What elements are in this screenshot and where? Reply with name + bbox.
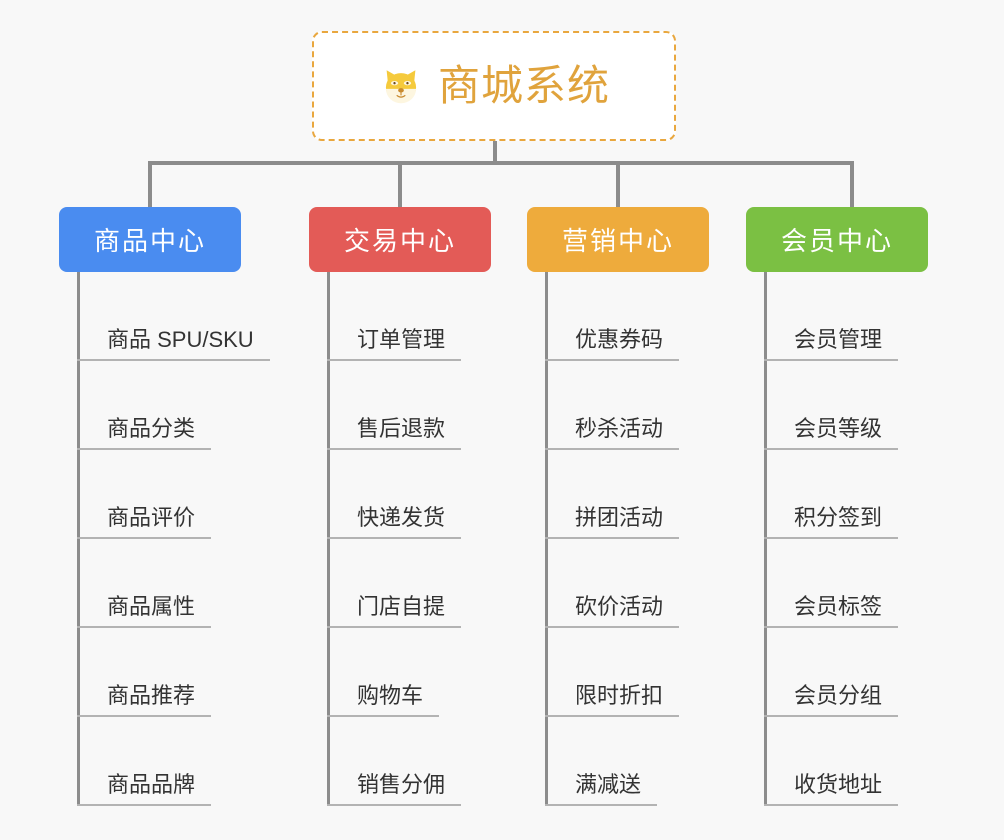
leaf-item-label: 门店自提 <box>327 594 462 628</box>
leaf-item-label: 满减送 <box>545 772 658 806</box>
leaf-item[interactable]: 积分签到 <box>764 450 928 539</box>
connector-drop-2 <box>398 161 402 208</box>
leaf-item[interactable]: 售后退款 <box>327 361 491 450</box>
leaf-item[interactable]: 购物车 <box>327 628 491 717</box>
category-header-product-center[interactable]: 商品中心 <box>59 207 241 272</box>
leaf-item-label: 商品分类 <box>77 416 212 450</box>
leaf-item-label: 优惠券码 <box>545 327 680 361</box>
category-label: 会员中心 <box>780 226 893 256</box>
category-header-member-center[interactable]: 会员中心 <box>746 207 928 272</box>
leaf-item[interactable]: 秒杀活动 <box>545 361 709 450</box>
leaf-item[interactable]: 快递发货 <box>327 450 491 539</box>
leaf-item-label: 会员等级 <box>764 416 899 450</box>
leaf-trunk-line <box>77 272 80 806</box>
leaf-item[interactable]: 销售分佣 <box>327 717 491 806</box>
leaf-item-label: 购物车 <box>327 683 440 717</box>
leaf-item[interactable]: 商品属性 <box>77 539 241 628</box>
leaf-list-trade-center: 订单管理售后退款快递发货门店自提购物车销售分佣 <box>327 272 491 806</box>
leaf-item-label: 拼团活动 <box>545 505 680 539</box>
leaf-item-label: 商品品牌 <box>77 772 212 806</box>
leaf-item-label: 商品推荐 <box>77 683 212 717</box>
category-label: 交易中心 <box>343 226 456 256</box>
shiba-dog-face-icon <box>378 63 424 109</box>
category-column-trade-center: 交易中心订单管理售后退款快递发货门店自提购物车销售分佣 <box>309 207 491 806</box>
leaf-item[interactable]: 收货地址 <box>764 717 928 806</box>
root-node[interactable]: 商城系统 <box>312 31 676 141</box>
leaf-item-label: 销售分佣 <box>327 772 462 806</box>
leaf-item[interactable]: 满减送 <box>545 717 709 806</box>
leaf-item[interactable]: 门店自提 <box>327 539 491 628</box>
connector-drop-1 <box>148 161 152 208</box>
leaf-list-member-center: 会员管理会员等级积分签到会员标签会员分组收货地址 <box>764 272 928 806</box>
connector-horizontal-bus <box>148 161 854 165</box>
connector-root-stem <box>493 141 497 164</box>
leaf-item[interactable]: 商品品牌 <box>77 717 241 806</box>
leaf-item[interactable]: 拼团活动 <box>545 450 709 539</box>
leaf-trunk-line <box>764 272 767 806</box>
leaf-item-label: 收货地址 <box>764 772 899 806</box>
leaf-item-label: 快递发货 <box>327 505 462 539</box>
leaf-item-label: 会员标签 <box>764 594 899 628</box>
leaf-item[interactable]: 会员管理 <box>764 272 928 361</box>
connector-drop-3 <box>616 161 620 208</box>
category-label: 营销中心 <box>561 226 674 256</box>
leaf-item[interactable]: 会员标签 <box>764 539 928 628</box>
category-column-member-center: 会员中心会员管理会员等级积分签到会员标签会员分组收货地址 <box>746 207 928 806</box>
leaf-item[interactable]: 商品分类 <box>77 361 241 450</box>
root-title: 商城系统 <box>437 62 610 109</box>
leaf-item[interactable]: 订单管理 <box>327 272 491 361</box>
category-label: 商品中心 <box>93 226 206 256</box>
leaf-item[interactable]: 商品评价 <box>77 450 241 539</box>
connector-drop-4 <box>850 161 854 208</box>
leaf-item-label: 商品评价 <box>77 505 212 539</box>
leaf-item-label: 商品 SPU/SKU <box>77 327 270 361</box>
leaf-trunk-line <box>327 272 330 806</box>
leaf-item-label: 会员管理 <box>764 327 899 361</box>
leaf-list-marketing-center: 优惠券码秒杀活动拼团活动砍价活动限时折扣满减送 <box>545 272 709 806</box>
leaf-item-label: 积分签到 <box>764 505 899 539</box>
leaf-trunk-line <box>545 272 548 806</box>
leaf-item[interactable]: 优惠券码 <box>545 272 709 361</box>
category-column-product-center: 商品中心商品 SPU/SKU 商品分类商品评价商品属性商品推荐商品品牌 <box>59 207 270 806</box>
leaf-item[interactable]: 会员等级 <box>764 361 928 450</box>
leaf-item-label: 砍价活动 <box>545 594 680 628</box>
leaf-item[interactable]: 砍价活动 <box>545 539 709 628</box>
leaf-item-label: 秒杀活动 <box>545 416 680 450</box>
category-header-trade-center[interactable]: 交易中心 <box>309 207 491 272</box>
category-column-marketing-center: 营销中心优惠券码秒杀活动拼团活动砍价活动限时折扣满减送 <box>527 207 709 806</box>
leaf-item[interactable]: 限时折扣 <box>545 628 709 717</box>
leaf-item-label: 商品属性 <box>77 594 212 628</box>
leaf-item[interactable]: 商品推荐 <box>77 628 241 717</box>
leaf-item-label: 限时折扣 <box>545 683 680 717</box>
leaf-item-label: 售后退款 <box>327 416 462 450</box>
leaf-item-label: 会员分组 <box>764 683 899 717</box>
leaf-item[interactable]: 商品 SPU/SKU <box>77 272 270 361</box>
leaf-item-label: 订单管理 <box>327 327 462 361</box>
category-header-marketing-center[interactable]: 营销中心 <box>527 207 709 272</box>
leaf-item[interactable]: 会员分组 <box>764 628 928 717</box>
leaf-list-product-center: 商品 SPU/SKU 商品分类商品评价商品属性商品推荐商品品牌 <box>77 272 270 806</box>
